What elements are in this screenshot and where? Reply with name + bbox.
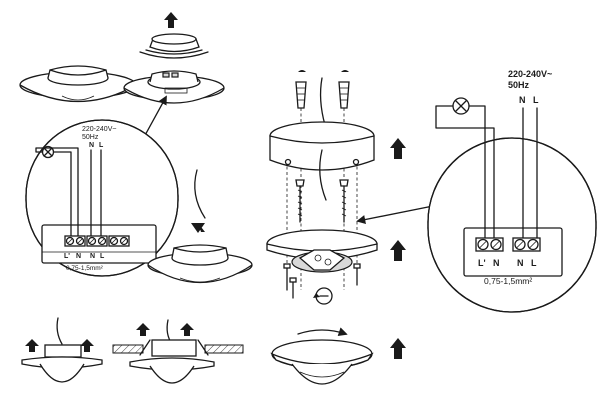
terminal-l-right-label: L <box>531 258 537 268</box>
right-detail-pointer-arrow <box>356 204 439 225</box>
frequency-label-right: 50Hz <box>508 80 530 90</box>
ceiling-sensor-side-view <box>19 65 137 103</box>
terminal-n-lower-label: N <box>76 253 81 260</box>
mount-view-a <box>21 317 103 383</box>
wire-gauge-label-left: 0,75-1,5mm² <box>66 265 104 272</box>
wire-gauge-label-right: 0,75-1,5mm² <box>484 276 532 286</box>
terminal-n-right-label: N <box>517 258 524 268</box>
terminal-n-label: N <box>519 95 526 105</box>
screw-right <box>339 179 349 223</box>
up-arrow-icon <box>390 240 406 261</box>
right-wiring-detail: 220-240V~ 50Hz N L L' N N L 0,75-1,5mm² <box>427 69 597 313</box>
up-arrow-icon <box>136 323 150 336</box>
voltage-label-right: 220-240V~ <box>508 69 552 79</box>
up-arrow-icon <box>164 12 178 28</box>
terminal-l-label: L <box>99 142 104 149</box>
screw-left <box>295 179 305 223</box>
terminal-n-lower-label: N <box>493 258 500 268</box>
terminal-l-prime-label: L' <box>478 258 486 268</box>
wall-plug-left <box>295 70 307 109</box>
sensor-head-removal <box>123 12 225 104</box>
up-arrow-icon <box>180 323 194 336</box>
terminal-n-label: N <box>89 142 94 149</box>
mount-view-b <box>112 319 244 384</box>
terminal-l-right-label: L <box>100 253 105 260</box>
terminal-n-right-label: N <box>90 253 95 260</box>
voltage-label-left: 220-240V~ <box>82 126 116 133</box>
terminal-screws-right <box>475 237 541 252</box>
terminal-l-label: L <box>533 95 539 105</box>
up-arrow-icon <box>80 339 94 352</box>
wall-plug-right <box>338 70 350 109</box>
frequency-label-left: 50Hz <box>82 134 99 141</box>
terminal-screws-left <box>64 235 130 247</box>
up-arrow-icon <box>390 338 406 359</box>
left-wiring-detail: 220-240V~ 50Hz N L L' N N L 0,75-1,5mm² <box>25 119 179 277</box>
base-insertion-view <box>147 169 253 284</box>
rotate-icon <box>313 287 333 305</box>
terminal-l-prime-label: L' <box>64 253 70 260</box>
up-arrow-icon <box>390 138 406 159</box>
up-arrow-icon <box>25 339 39 352</box>
down-arrow-icon <box>191 223 205 233</box>
exploded-assembly <box>266 70 378 385</box>
rotate-arrow <box>297 327 348 337</box>
